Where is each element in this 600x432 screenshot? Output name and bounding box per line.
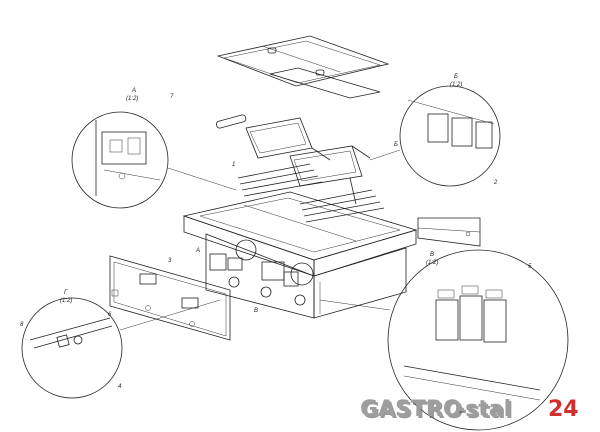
part-number-6: 6 — [108, 312, 112, 318]
part-label-v: В — [254, 308, 258, 314]
drain-rail — [417, 217, 481, 247]
watermark-brand-left: GASTRO — [360, 397, 462, 422]
part-number-7: 7 — [170, 94, 174, 100]
callout-circles — [21, 85, 569, 431]
part-number-5: 5 — [528, 264, 532, 270]
label-view-g-scale: (1:2) — [60, 298, 72, 304]
front-panel — [109, 255, 231, 341]
gastro-stal-watermark: GASTRO GASTRO -stal -stal 24 — [360, 397, 579, 424]
control-components — [209, 239, 314, 306]
part-number-3: 3 — [168, 258, 172, 264]
heating-elements — [237, 163, 385, 223]
label-view-a-letter: А — [131, 88, 136, 94]
watermark-shadow-right: -stal — [458, 399, 513, 424]
detail-g-screw — [29, 317, 113, 349]
callout-labels: А (1:2) Б (1:2) В (1:2) Г (1:2) 7 1 Б 2 … — [20, 74, 532, 390]
label-view-g-letter: Г — [64, 290, 68, 296]
detail-v-relays — [403, 285, 541, 401]
label-view-b-scale: (1:2) — [450, 82, 462, 88]
part-number-2: 2 — [493, 180, 498, 186]
lid-plates — [216, 35, 390, 99]
fryer-body — [182, 191, 418, 319]
part-number-4: 4 — [118, 384, 122, 390]
label-view-v-scale: (1:2) — [426, 260, 438, 266]
watermark-brand-right: -stal — [456, 397, 511, 422]
detail-a-thermostat — [95, 120, 161, 196]
part-label-a: А — [195, 248, 200, 254]
part-number-1: 1 — [232, 162, 235, 168]
label-view-b-letter: Б — [454, 74, 458, 80]
watermark-shadow-left: GASTRO — [362, 399, 464, 424]
fryer-baskets — [216, 114, 371, 187]
detail-b-contactors — [407, 99, 495, 149]
watermark-brand-number: 24 — [548, 397, 579, 422]
label-view-a-scale: (1:2) — [126, 96, 138, 102]
part-number-8: 8 — [20, 322, 24, 328]
part-label-b: Б — [394, 142, 398, 148]
label-view-v-letter: В — [430, 252, 434, 258]
